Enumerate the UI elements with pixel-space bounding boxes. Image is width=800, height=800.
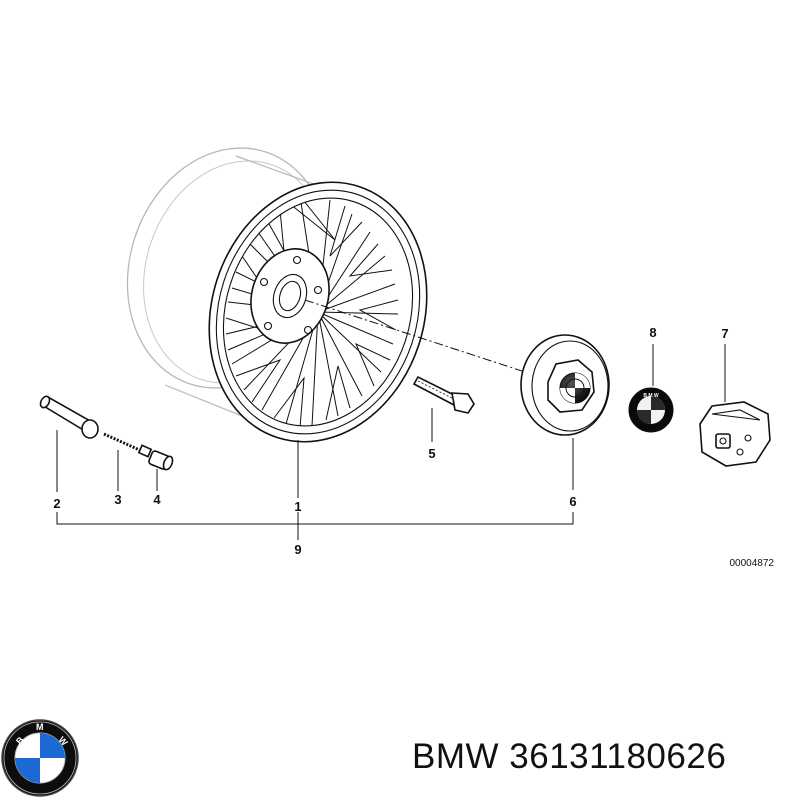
valve-core: [103, 432, 153, 458]
callout-1: 1: [294, 499, 301, 514]
callout-6: 6: [569, 494, 576, 509]
hub-cap: [520, 334, 610, 436]
leader-lines: [56, 344, 726, 540]
emblem: B M W: [628, 387, 674, 433]
callout-7: 7: [721, 326, 728, 341]
callout-2: 2: [53, 496, 60, 511]
diagram-reference-number: 00004872: [730, 558, 775, 569]
callout-8: 8: [649, 325, 656, 340]
special-tool: [699, 401, 771, 467]
part-number-caption: BMW 36131180626: [412, 737, 727, 776]
logo-letter-m: M: [36, 722, 44, 732]
center-axis-line: [304, 299, 526, 373]
callout-4: 4: [153, 492, 161, 507]
svg-text:B M W: B M W: [643, 393, 659, 399]
wheel-bolt: [412, 375, 475, 414]
logo-letter-b: B: [14, 734, 26, 746]
bmw-roundel-icon: B M W: [1, 719, 79, 797]
callout-3: 3: [114, 492, 121, 507]
callout-9: 9: [294, 542, 301, 557]
wheel-rim: [126, 147, 428, 443]
callout-5: 5: [428, 446, 435, 461]
valve-cap: [148, 450, 174, 471]
valve-stem: [39, 395, 99, 439]
